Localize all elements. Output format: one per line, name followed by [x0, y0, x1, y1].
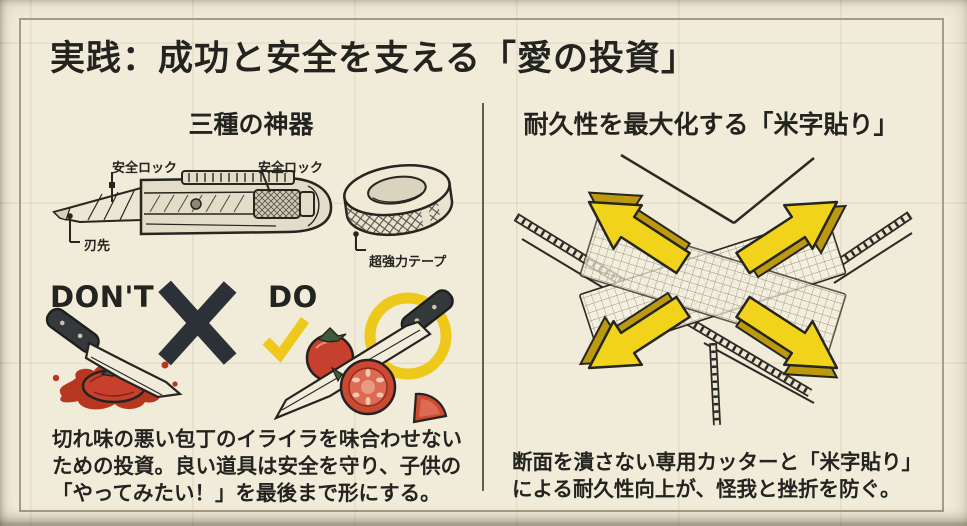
left-caption-line3: 「やってみたい！」を最後まで形にする。: [52, 481, 441, 505]
do-label: DO: [268, 280, 318, 314]
dont-knife-tomato-illustration: [45, 307, 183, 410]
left-caption-line2: ための投資。良い道具は安全を守り、子供の: [52, 454, 462, 478]
blade-tip-label: 刃先: [84, 239, 111, 254]
left-caption: 切れ味の悪い包丁のイライラを味合わせない ための投資。良い道具は安全を守り、子供…: [52, 426, 462, 507]
utility-knife-illustration: [52, 170, 333, 243]
cross-taping-illustration: [513, 153, 913, 426]
column-divider: [482, 103, 484, 491]
do-knife-tomato-illustration: [273, 289, 454, 424]
right-caption-line1: 断面を潰さない専用カッターと「米字貼り」: [512, 450, 922, 474]
dont-label: DON'T: [50, 280, 155, 314]
right-caption: 断面を潰さない専用カッターと「米字貼り」 による耐久性向上が、怪我と挫折を防ぐ。: [512, 449, 922, 503]
right-caption-line2: による耐久性向上が、怪我と挫折を防ぐ。: [512, 477, 901, 501]
safety-lock-label-left: 安全ロック: [112, 161, 178, 176]
left-caption-line1: 切れ味の悪い包丁のイライラを味合わせない: [52, 427, 462, 451]
left-panel-heading: 三種の神器: [188, 110, 314, 139]
x-mark-icon: [158, 280, 237, 366]
tape-roll-illustration: [343, 164, 454, 251]
tape-label: 超強力テープ: [369, 255, 447, 270]
checkmark-icon: [262, 317, 310, 363]
approval-circle-icon: [364, 292, 452, 380]
page-title: 実践：成功と安全を支える「愛の投資」: [50, 39, 697, 79]
right-panel-heading: 耐久性を最大化する「米字貼り」: [523, 110, 899, 139]
safety-lock-label-right: 安全ロック: [258, 161, 324, 176]
